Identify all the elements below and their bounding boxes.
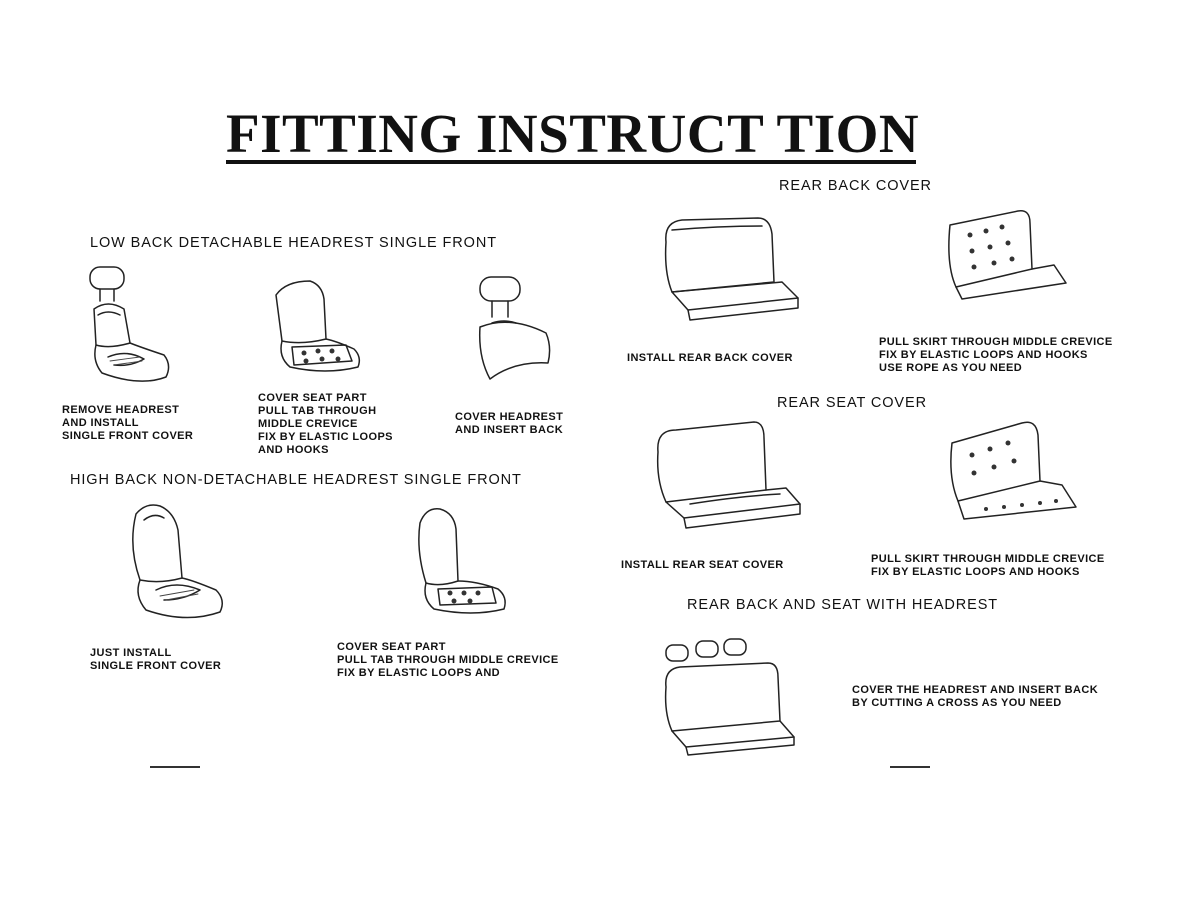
rear-bench-seat-icon [656, 421, 801, 529]
single-seat-with-headrest-icon [89, 266, 170, 382]
low-back-step-2: COVER SEAT PART PULL TAB THROUGH MIDDLE … [258, 392, 393, 456]
bottom-edge-left [150, 766, 200, 768]
rear-back-step-1: INSTALL REAR BACK COVER [627, 352, 793, 364]
page-title: FITTING INSTRUCT TION [226, 103, 920, 164]
rear-bench-icon [664, 217, 799, 321]
seat-underside-hooks-icon [275, 280, 361, 372]
rear-seat-step-2: PULL SKIRT THROUGH MIDDLE CREVICE FIX BY… [871, 553, 1105, 578]
high-back-step-1: JUST INSTALL SINGLE FRONT COVER [90, 647, 222, 672]
rear-back-heading: REAR BACK COVER [779, 178, 932, 194]
high-back-heading: HIGH BACK NON-DETACHABLE HEADREST SINGLE… [70, 472, 522, 488]
headrest-backrest-icon [478, 276, 551, 380]
title-underline [226, 160, 916, 164]
rear-headrest-step-1: COVER THE HEADREST AND INSERT BACK BY CU… [852, 684, 1099, 709]
rear-seat-heading: REAR SEAT COVER [777, 395, 927, 411]
rear-headrest-heading: REAR BACK AND SEAT WITH HEADREST [687, 597, 999, 613]
low-back-step-1: REMOVE HEADREST AND INSTALL SINGLE FRONT… [62, 404, 194, 442]
rear-seat-underside-icon [950, 421, 1077, 520]
rear-back-step-2: PULL SKIRT THROUGH MIDDLE CREVICE FIX BY… [879, 336, 1113, 374]
rear-seat-step-1: INSTALL REAR SEAT COVER [621, 559, 784, 571]
high-back-seat-icon [132, 504, 223, 619]
low-back-step-3: COVER HEADREST AND INSERT BACK [455, 411, 564, 436]
rear-back-underside-icon [948, 210, 1067, 300]
rear-bench-headrests-icon [664, 638, 795, 756]
bottom-edge-right [890, 766, 930, 768]
high-back-step-2: COVER SEAT PART PULL TAB THROUGH MIDDLE … [337, 641, 559, 679]
low-back-heading: LOW BACK DETACHABLE HEADREST SINGLE FRON… [90, 235, 497, 251]
high-back-underside-icon [418, 508, 506, 614]
